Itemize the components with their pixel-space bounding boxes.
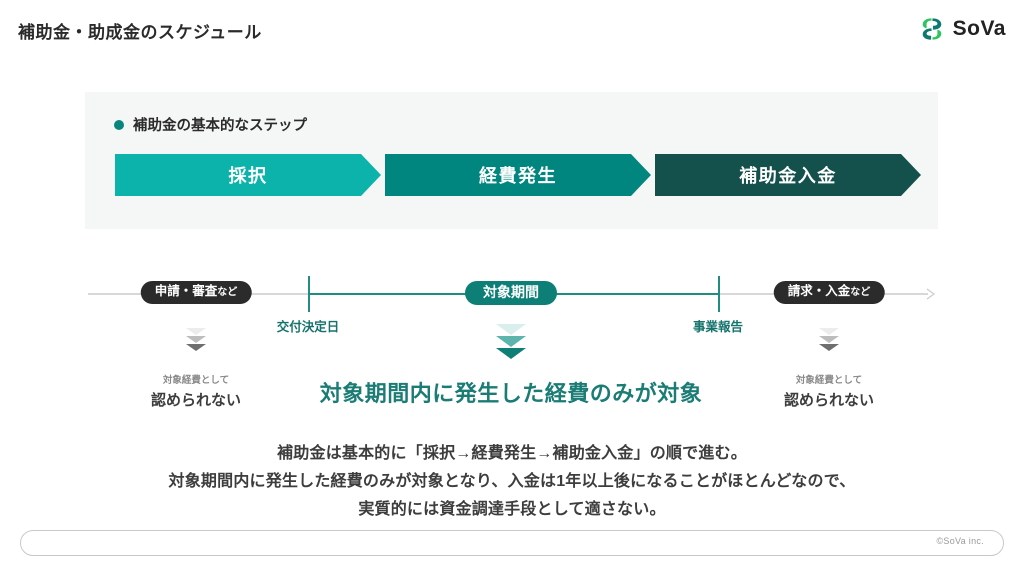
chevron-down-stack-icon-center bbox=[496, 324, 526, 359]
timeline-note-right-big: 認められない bbox=[783, 392, 875, 409]
chevron-down-icon bbox=[819, 336, 839, 343]
chevron-down-icon bbox=[819, 328, 839, 335]
timeline-note-right-small: 対象経費として bbox=[795, 375, 863, 386]
steps-heading-label: 補助金の基本的なステップ bbox=[133, 118, 307, 134]
footer-frame bbox=[20, 530, 1004, 556]
timeline-tick-label-1: 交付決定日 bbox=[276, 320, 340, 334]
timeline-note-left-small: 対象経費として bbox=[162, 375, 230, 386]
step-chevron-3: 補助金入金 bbox=[655, 154, 921, 196]
timeline-phase-suffix-1: など bbox=[217, 287, 238, 298]
chevron-down-icon bbox=[496, 324, 526, 335]
arrow-right-icon bbox=[926, 288, 936, 300]
step-label-2: 経費発生 bbox=[479, 166, 557, 186]
timeline: 交付決定日 事業報告 申請・審査など 対象期間 請求・入金など 対象経費として … bbox=[0, 276, 1024, 426]
timeline-tick-1 bbox=[308, 276, 310, 312]
chevron-down-icon bbox=[186, 344, 206, 351]
timeline-phase-label-3: 請求・入金 bbox=[787, 284, 851, 298]
timeline-phase-suffix-3: など bbox=[850, 287, 871, 298]
timeline-phase-badge-2: 対象期間 bbox=[465, 281, 557, 306]
chevron-down-icon bbox=[186, 328, 206, 335]
timeline-tick-label-2: 事業報告 bbox=[692, 320, 744, 334]
timeline-phase-badge-3: 請求・入金など bbox=[773, 281, 885, 304]
timeline-phase-badge-1: 申請・審査など bbox=[140, 281, 252, 304]
step-chevron-1: 採択 bbox=[115, 154, 381, 196]
bullet-dot-icon bbox=[114, 119, 124, 130]
steps-panel: 補助金の基本的なステップ 採択 経費発生 補助金入金 bbox=[85, 92, 938, 229]
chevron-down-icon bbox=[496, 348, 526, 359]
timeline-phase-label-2: 対象期間 bbox=[483, 284, 539, 300]
footer-copyright: ©SoVa inc. bbox=[936, 536, 984, 546]
timeline-note-left: 対象経費として 認められない bbox=[151, 372, 241, 410]
sova-logo-icon bbox=[922, 18, 941, 40]
summary-line-2: 対象期間内に発生した経費のみが対象となり、入金は1年以上後になることがほとんどな… bbox=[168, 473, 856, 490]
step-label-1: 採択 bbox=[228, 166, 268, 186]
steps-row: 採択 経費発生 補助金入金 bbox=[115, 154, 921, 196]
chevron-down-icon bbox=[186, 336, 206, 343]
chevron-down-stack-icon-left bbox=[186, 328, 206, 351]
timeline-note-left-big: 認められない bbox=[150, 392, 242, 409]
summary-text: 補助金は基本的に「採択→経費発生→補助金入金」の順で進む。 対象期間内に発生した… bbox=[0, 440, 1024, 524]
page-title: 補助金・助成金のスケジュール bbox=[18, 23, 262, 42]
summary-line-3: 実質的には資金調達手段として適さない。 bbox=[358, 501, 666, 518]
steps-heading: 補助金の基本的なステップ bbox=[114, 114, 307, 135]
timeline-note-center: 対象期間内に発生した経費のみが対象 bbox=[319, 381, 703, 406]
timeline-phase-label-1: 申請・審査 bbox=[154, 284, 218, 298]
chevron-down-icon bbox=[819, 344, 839, 351]
timeline-note-right: 対象経費として 認められない bbox=[784, 372, 874, 410]
chevron-down-icon bbox=[496, 336, 526, 347]
brand-logo: SoVa bbox=[919, 16, 1006, 42]
chevron-down-stack-icon-right bbox=[819, 328, 839, 351]
step-label-3: 補助金入金 bbox=[739, 166, 837, 186]
summary-line-1: 補助金は基本的に「採択→経費発生→補助金入金」の順で進む。 bbox=[277, 445, 747, 462]
brand-name: SoVa bbox=[952, 17, 1006, 40]
step-chevron-2: 経費発生 bbox=[385, 154, 651, 196]
timeline-tick-2 bbox=[718, 276, 720, 312]
